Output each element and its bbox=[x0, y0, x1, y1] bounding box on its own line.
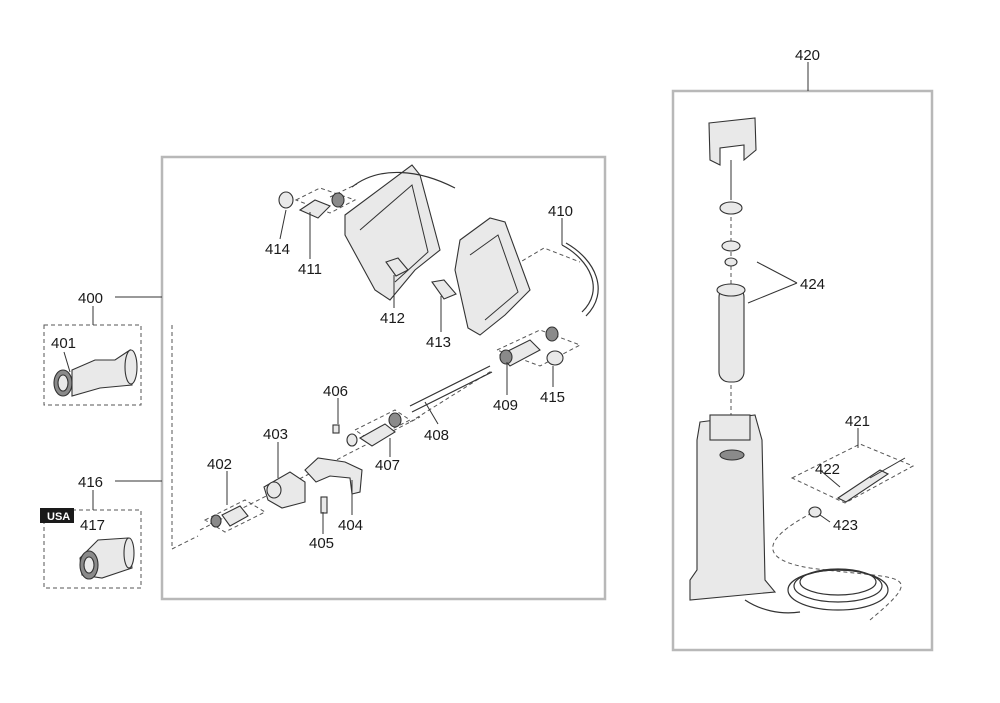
callout-415: 415 bbox=[540, 389, 565, 406]
main-assembly-frame bbox=[160, 155, 607, 601]
hose-410 bbox=[351, 171, 599, 317]
callout-403: 403 bbox=[263, 426, 288, 443]
callout-416: 416 bbox=[78, 474, 103, 491]
callout-423: 423 bbox=[833, 517, 858, 534]
bracket-404 bbox=[304, 457, 363, 495]
callout-414: 414 bbox=[265, 241, 290, 258]
callout-421: 421 bbox=[845, 413, 870, 430]
callout-406: 406 bbox=[323, 383, 348, 400]
nut-414 bbox=[278, 191, 294, 209]
callout-420: 420 bbox=[795, 47, 820, 64]
fitting-411 bbox=[298, 192, 345, 219]
screw-405 bbox=[320, 496, 328, 514]
nut-423 bbox=[808, 506, 822, 518]
shield-left bbox=[344, 164, 441, 301]
connector-407 bbox=[346, 412, 402, 447]
hose-coil bbox=[744, 568, 889, 614]
valve-402 bbox=[210, 505, 249, 528]
pump-handle-424 bbox=[708, 117, 757, 267]
nozzle-422 bbox=[836, 457, 906, 503]
group-dashed-409 bbox=[495, 329, 582, 367]
callout-411: 411 bbox=[298, 261, 322, 278]
group-box-416 bbox=[43, 509, 142, 589]
screw-413 bbox=[431, 279, 457, 300]
clip-406 bbox=[332, 424, 340, 434]
callout-408: 408 bbox=[424, 427, 449, 444]
callout-404: 404 bbox=[338, 517, 363, 534]
shield-right bbox=[454, 217, 531, 336]
callout-402: 402 bbox=[207, 456, 232, 473]
screw-412 bbox=[385, 257, 409, 277]
cap-415 bbox=[546, 350, 564, 366]
housing-403 bbox=[263, 471, 306, 509]
callout-424: 424 bbox=[800, 276, 825, 293]
hose-408 bbox=[409, 365, 493, 413]
callout-405: 405 bbox=[309, 535, 334, 552]
group-box-400 bbox=[43, 324, 142, 406]
coupling-401 bbox=[53, 349, 138, 397]
group-box-421 bbox=[790, 443, 915, 504]
leader-lines bbox=[63, 62, 859, 534]
callout-407: 407 bbox=[375, 457, 400, 474]
group-dashed-402 bbox=[203, 499, 267, 533]
callout-412: 412 bbox=[380, 310, 405, 327]
usa-badge-label: USA bbox=[47, 511, 70, 523]
callout-409: 409 bbox=[493, 397, 518, 414]
callout-400: 400 bbox=[78, 290, 103, 307]
callout-410: 410 bbox=[548, 203, 573, 220]
tee-409 bbox=[499, 326, 559, 367]
assembly-line-left bbox=[171, 325, 199, 550]
coupling-417 bbox=[79, 537, 135, 580]
pump-cylinder-424 bbox=[716, 283, 746, 383]
usa-badge: USA bbox=[40, 508, 74, 523]
callout-413: 413 bbox=[426, 334, 451, 351]
water-tank-body bbox=[689, 414, 777, 601]
group-dashed-411 bbox=[294, 187, 357, 214]
water-tank-frame bbox=[671, 89, 934, 652]
callout-417: 417 bbox=[80, 517, 105, 534]
callout-422: 422 bbox=[815, 461, 840, 478]
callout-401: 401 bbox=[51, 335, 76, 352]
